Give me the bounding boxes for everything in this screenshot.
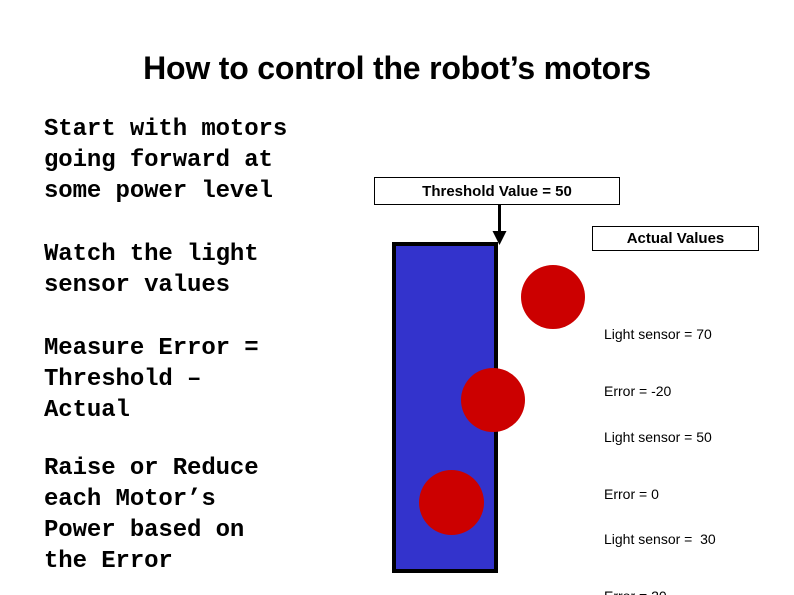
reading-label-below-threshold: Light sensor = 30 Error = 20 — [604, 492, 716, 595]
reading-error-value: Error = -20 — [604, 383, 672, 399]
body-step-start-with-motors: Start with motors going forward at some … — [44, 116, 288, 205]
reading-light-sensor-value: Light sensor = 70 — [604, 326, 712, 342]
reading-dot-at-threshold — [461, 368, 525, 432]
body-step-raise-or-reduce-power: Raise or Reduce each Motor’s Power based… — [44, 455, 259, 575]
actual-values-box: Actual Values — [592, 226, 759, 251]
reading-dot-above-threshold — [521, 265, 585, 329]
down-arrow-icon — [492, 204, 507, 245]
reading-label-above-threshold: Light sensor = 70 Error = -20 — [604, 287, 712, 439]
reading-error-value: Error = 0 — [604, 486, 659, 502]
reading-light-sensor-value: Light sensor = 50 — [604, 429, 712, 445]
page-title: How to control the robot’s motors — [143, 50, 651, 86]
reading-dot-below-threshold — [419, 470, 484, 535]
body-step-measure-error: Measure Error = Threshold – Actual — [44, 335, 259, 424]
reading-error-value: Error = 20 — [604, 587, 716, 595]
body-step-watch-light-sensor: Watch the light sensor values — [44, 241, 259, 299]
reading-light-sensor-value: Light sensor = 30 — [604, 531, 716, 547]
threshold-value-box: Threshold Value = 50 — [374, 177, 620, 205]
reading-label-at-threshold: Light sensor = 50 Error = 0 — [604, 390, 712, 542]
